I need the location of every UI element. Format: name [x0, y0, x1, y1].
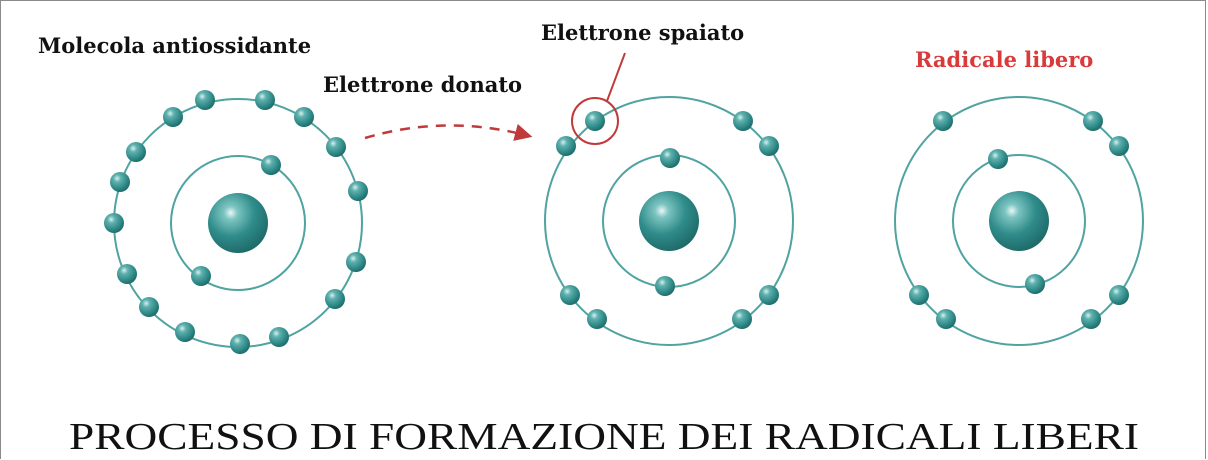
electrons: [556, 111, 779, 329]
electron: [325, 289, 345, 309]
electron: [909, 285, 929, 305]
inner-orbit: [952, 154, 1086, 288]
electron: [117, 264, 137, 284]
electron: [1109, 136, 1129, 156]
electron: [126, 142, 146, 162]
unpaired-pointer-line: [606, 52, 626, 102]
electron: [1083, 111, 1103, 131]
donation-arrow: [364, 123, 533, 141]
inner-orbit: [170, 155, 306, 291]
electron: [759, 136, 779, 156]
electron: [759, 285, 779, 305]
donated-electron-label: Elettrone donato: [323, 72, 522, 97]
electron: [191, 266, 211, 286]
electron: [587, 309, 607, 329]
electron: [556, 136, 576, 156]
nucleus: [989, 191, 1049, 251]
free-radical-atom: [894, 96, 1144, 346]
receiving-atom: [544, 52, 794, 346]
unpaired-electron-label: Elettrone spaiato: [541, 20, 744, 45]
electron: [255, 90, 275, 110]
electron: [348, 181, 368, 201]
electron: [139, 297, 159, 317]
electron: [655, 276, 675, 296]
electron: [104, 213, 124, 233]
electron: [1109, 285, 1129, 305]
electrons: [104, 90, 368, 354]
electron: [294, 107, 314, 127]
electron: [936, 309, 956, 329]
page-title: PROCESSO DI FORMAZIONE DEI RADICALI LIBE…: [69, 416, 1139, 458]
electron: [195, 90, 215, 110]
outer-orbit: [544, 96, 794, 346]
electron: [733, 111, 753, 131]
electron: [560, 285, 580, 305]
electron: [230, 334, 250, 354]
electron: [261, 155, 281, 175]
nucleus: [208, 193, 268, 253]
electron: [933, 111, 953, 131]
electron: [163, 107, 183, 127]
electron: [988, 149, 1008, 169]
electron: [1025, 274, 1045, 294]
electron: [346, 252, 366, 272]
antioxidant-atom: [104, 90, 368, 354]
electron: [1081, 309, 1101, 329]
electron: [660, 148, 680, 168]
electron: [732, 309, 752, 329]
antioxidant-label: Molecola antiossidante: [38, 33, 311, 58]
electron: [110, 172, 130, 192]
electron: [326, 137, 346, 157]
nucleus: [639, 191, 699, 251]
electrons: [909, 111, 1129, 329]
electron: [175, 322, 195, 342]
unpaired-highlight-ring: [571, 97, 619, 145]
electron: [269, 327, 289, 347]
free-radical-label: Radicale libero: [915, 47, 1093, 72]
outer-orbit: [894, 96, 1144, 346]
unpaired-electron: [585, 111, 605, 131]
